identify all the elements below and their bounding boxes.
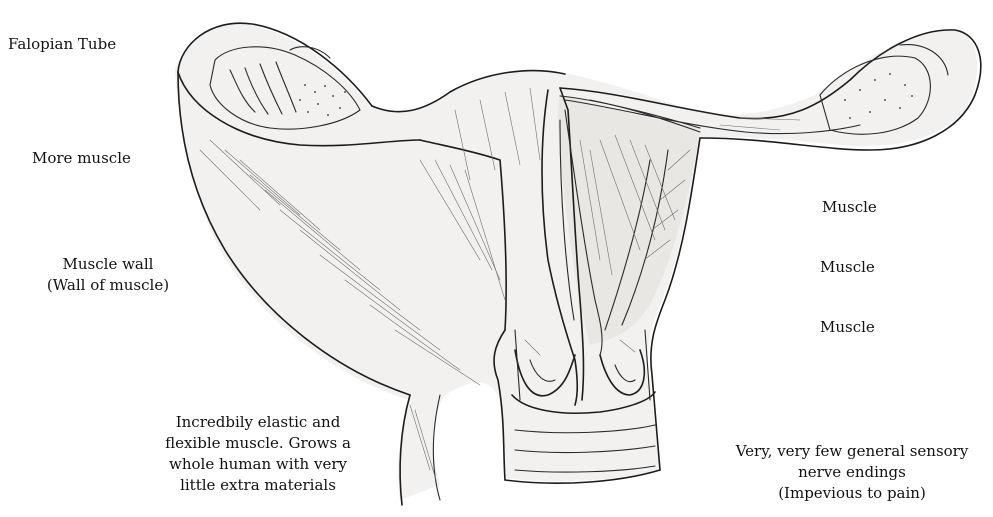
label-elastic-line2: flexible muscle. Grows a <box>118 433 398 454</box>
label-sensory-line3: (Impevious to pain) <box>716 483 988 504</box>
label-sensory-line1: Very, very few general sensory <box>716 441 988 462</box>
label-sensory-line2: nerve endings <box>716 462 988 483</box>
label-muscle-2: Muscle <box>820 257 875 278</box>
label-elastic-line1: Incredbily elastic and <box>118 412 398 433</box>
label-elastic-line3: whole human with very <box>118 454 398 475</box>
label-elastic-line4: little extra materials <box>118 475 398 496</box>
label-more-muscle: More muscle <box>32 148 131 169</box>
label-elastic-muscle: Incredbily elastic and flexible muscle. … <box>118 412 398 496</box>
label-muscle-wall: Muscle wall (Wall of muscle) <box>18 254 198 296</box>
label-muscle-wall-line2: (Wall of muscle) <box>18 275 198 296</box>
label-muscle-1: Muscle <box>822 197 877 218</box>
label-fallopian-tube: Falopian Tube <box>8 34 116 55</box>
label-muscle-3: Muscle <box>820 317 875 338</box>
label-sensory-nerves: Very, very few general sensory nerve end… <box>716 441 988 504</box>
label-muscle-wall-line1: Muscle wall <box>18 254 198 275</box>
